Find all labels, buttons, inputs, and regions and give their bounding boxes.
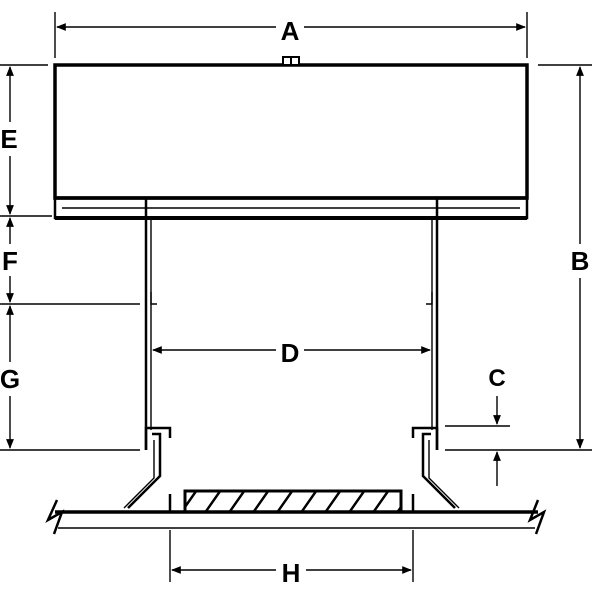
dimension-d: D: [152, 338, 431, 368]
hatched-grille: [183, 489, 403, 514]
left-wall-tick: [150, 292, 157, 305]
right-bracket: [411, 426, 456, 509]
hood-body: [53, 63, 529, 200]
left-bracket: [127, 426, 172, 509]
curb-walls: [144, 198, 439, 450]
left-flashing: [123, 440, 155, 509]
curb-base: [123, 426, 460, 512]
dim-c-label: C: [488, 365, 505, 392]
right-flashing: [428, 440, 460, 509]
dim-f-label: F: [2, 246, 18, 276]
dimension-g: G: [0, 305, 140, 451]
dim-b-label: B: [571, 246, 590, 276]
left-break-mark: [45, 499, 65, 535]
dim-g-label: G: [0, 364, 20, 394]
dim-a-label: A: [281, 16, 300, 46]
dimension-c: C: [445, 365, 510, 486]
hood-housing: [53, 56, 529, 220]
dim-d-label: D: [281, 338, 300, 368]
dimension-f: F: [0, 217, 140, 305]
roof-deck: [45, 489, 547, 535]
right-wall-tick: [426, 292, 433, 305]
right-break-mark: [527, 499, 547, 535]
dimension-h: H: [169, 530, 414, 588]
dim-h-label: H: [282, 558, 301, 588]
dim-e-label: E: [0, 124, 17, 154]
dimension-e: E: [0, 64, 52, 217]
dimension-b: B: [445, 64, 592, 451]
dimension-a: A: [54, 12, 528, 58]
